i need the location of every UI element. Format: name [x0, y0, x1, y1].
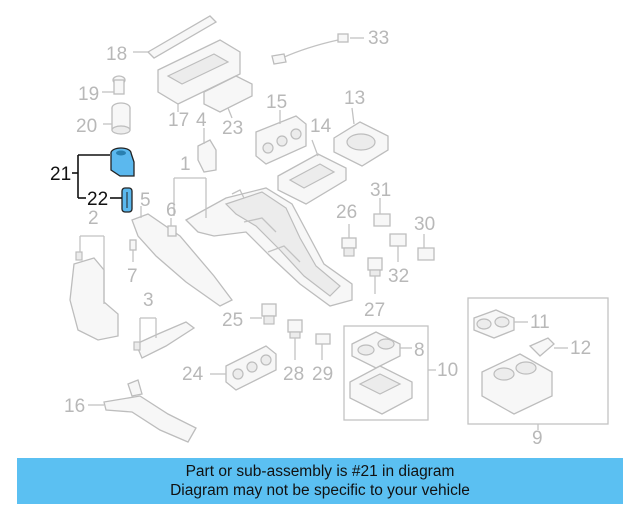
callout-33: 33	[368, 28, 389, 49]
callout-10: 10	[437, 360, 458, 381]
callout-31: 31	[370, 180, 391, 201]
part-4-shape	[197, 128, 217, 173]
callout-21: 21	[50, 164, 71, 185]
part-30-shape	[417, 234, 435, 261]
part-7-shape	[129, 239, 137, 262]
callout-11: 11	[530, 312, 550, 333]
callout-4: 4	[196, 110, 207, 131]
part-31-shape	[373, 198, 391, 227]
callout-14: 14	[310, 116, 332, 137]
callout-28: 28	[283, 364, 304, 385]
part-19-shape	[102, 75, 126, 95]
callout-30: 30	[414, 214, 435, 235]
part-25-shape	[250, 303, 277, 325]
callout-20: 20	[76, 116, 97, 137]
box-9	[467, 297, 609, 430]
callout-8: 8	[414, 340, 425, 361]
part-32-shape	[389, 233, 407, 262]
parts-diagram: 18 33 19 20 17 4 23 15 13 14 21 22 1 5 6…	[50, 15, 609, 449]
callout-18: 18	[106, 44, 127, 65]
callout-9: 9	[532, 428, 543, 449]
callout-12: 12	[570, 338, 591, 359]
part-15-shape	[255, 110, 307, 165]
callout-3: 3	[143, 290, 154, 311]
leader-21-22	[72, 154, 122, 199]
callout-5: 5	[140, 190, 151, 211]
part-20-shape	[103, 102, 131, 135]
banner-line-2: Diagram may not be specific to your vehi…	[170, 482, 470, 499]
part-16-shape	[88, 379, 197, 443]
part-29-shape	[315, 333, 331, 360]
callout-25: 25	[222, 310, 243, 331]
info-banner: Part or sub-assembly is #21 in diagram D…	[17, 458, 623, 504]
callout-13: 13	[344, 88, 365, 109]
part-24-shape	[210, 345, 277, 391]
part-33-shape	[271, 33, 364, 65]
part-18-shape	[133, 15, 218, 59]
callout-7: 7	[127, 266, 138, 287]
callout-6: 6	[166, 200, 177, 221]
callout-15: 15	[266, 92, 287, 113]
banner-line-1: Part or sub-assembly is #21 in diagram	[185, 463, 455, 480]
part-23-shape	[203, 75, 253, 119]
part-26-shape	[341, 224, 357, 257]
part-6-shape	[167, 218, 177, 237]
callout-2: 2	[88, 208, 99, 229]
part-28-shape	[287, 319, 303, 360]
callout-24: 24	[182, 364, 204, 385]
callout-17: 17	[168, 110, 189, 131]
part-21-shape	[110, 147, 135, 177]
callout-29: 29	[312, 364, 333, 385]
part-27-shape	[367, 257, 383, 294]
part-1-shape	[173, 177, 353, 307]
part-13-shape	[333, 107, 389, 167]
part-22-shape	[121, 187, 133, 213]
callout-27: 27	[364, 300, 385, 321]
callout-16: 16	[64, 396, 85, 417]
callout-32: 32	[388, 266, 409, 287]
part-2-shape	[69, 235, 119, 341]
callout-19: 19	[78, 84, 99, 105]
callout-1: 1	[180, 154, 191, 175]
box-10	[343, 325, 436, 421]
part-3-shape	[133, 317, 196, 359]
callout-22: 22	[87, 189, 108, 210]
callout-23: 23	[222, 118, 243, 139]
part-17-shape	[157, 39, 241, 112]
part-14-shape	[277, 139, 347, 205]
part-5-shape	[131, 206, 233, 307]
callout-26: 26	[336, 202, 357, 223]
